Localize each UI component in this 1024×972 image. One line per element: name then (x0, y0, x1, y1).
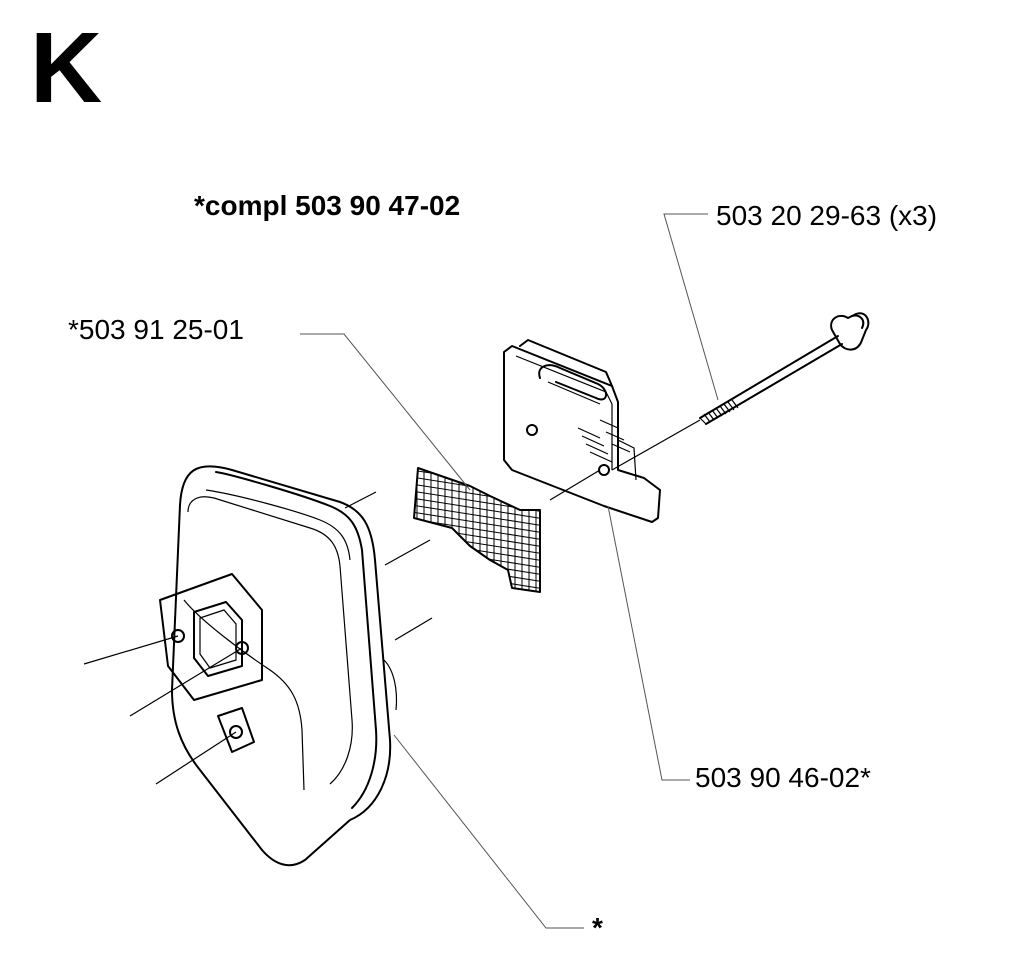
muffler-callout-label: * (592, 912, 603, 943)
plate-hole-left (526, 424, 538, 436)
bolt (699, 312, 870, 425)
spark-screen-callout-label: *503 91 25-01 (68, 314, 244, 345)
leader-lines (300, 213, 719, 929)
flange-hole-right (235, 641, 249, 655)
plate-hole-right (598, 464, 610, 476)
section-letter: K (30, 12, 103, 124)
plate-callout-label: 503 90 46-02* (695, 762, 871, 793)
mount-hole (229, 725, 243, 739)
muffler-body (159, 465, 398, 867)
deflector-plate (503, 339, 661, 523)
flange-hole-left (171, 629, 185, 643)
bolt-callout-label: 503 20 29-63 (x3) (716, 200, 938, 231)
spark-arrester-screen (413, 467, 541, 593)
mounting-axis-lines (83, 419, 701, 785)
kit-part-number-label: *compl 503 90 47-02 (194, 190, 461, 221)
